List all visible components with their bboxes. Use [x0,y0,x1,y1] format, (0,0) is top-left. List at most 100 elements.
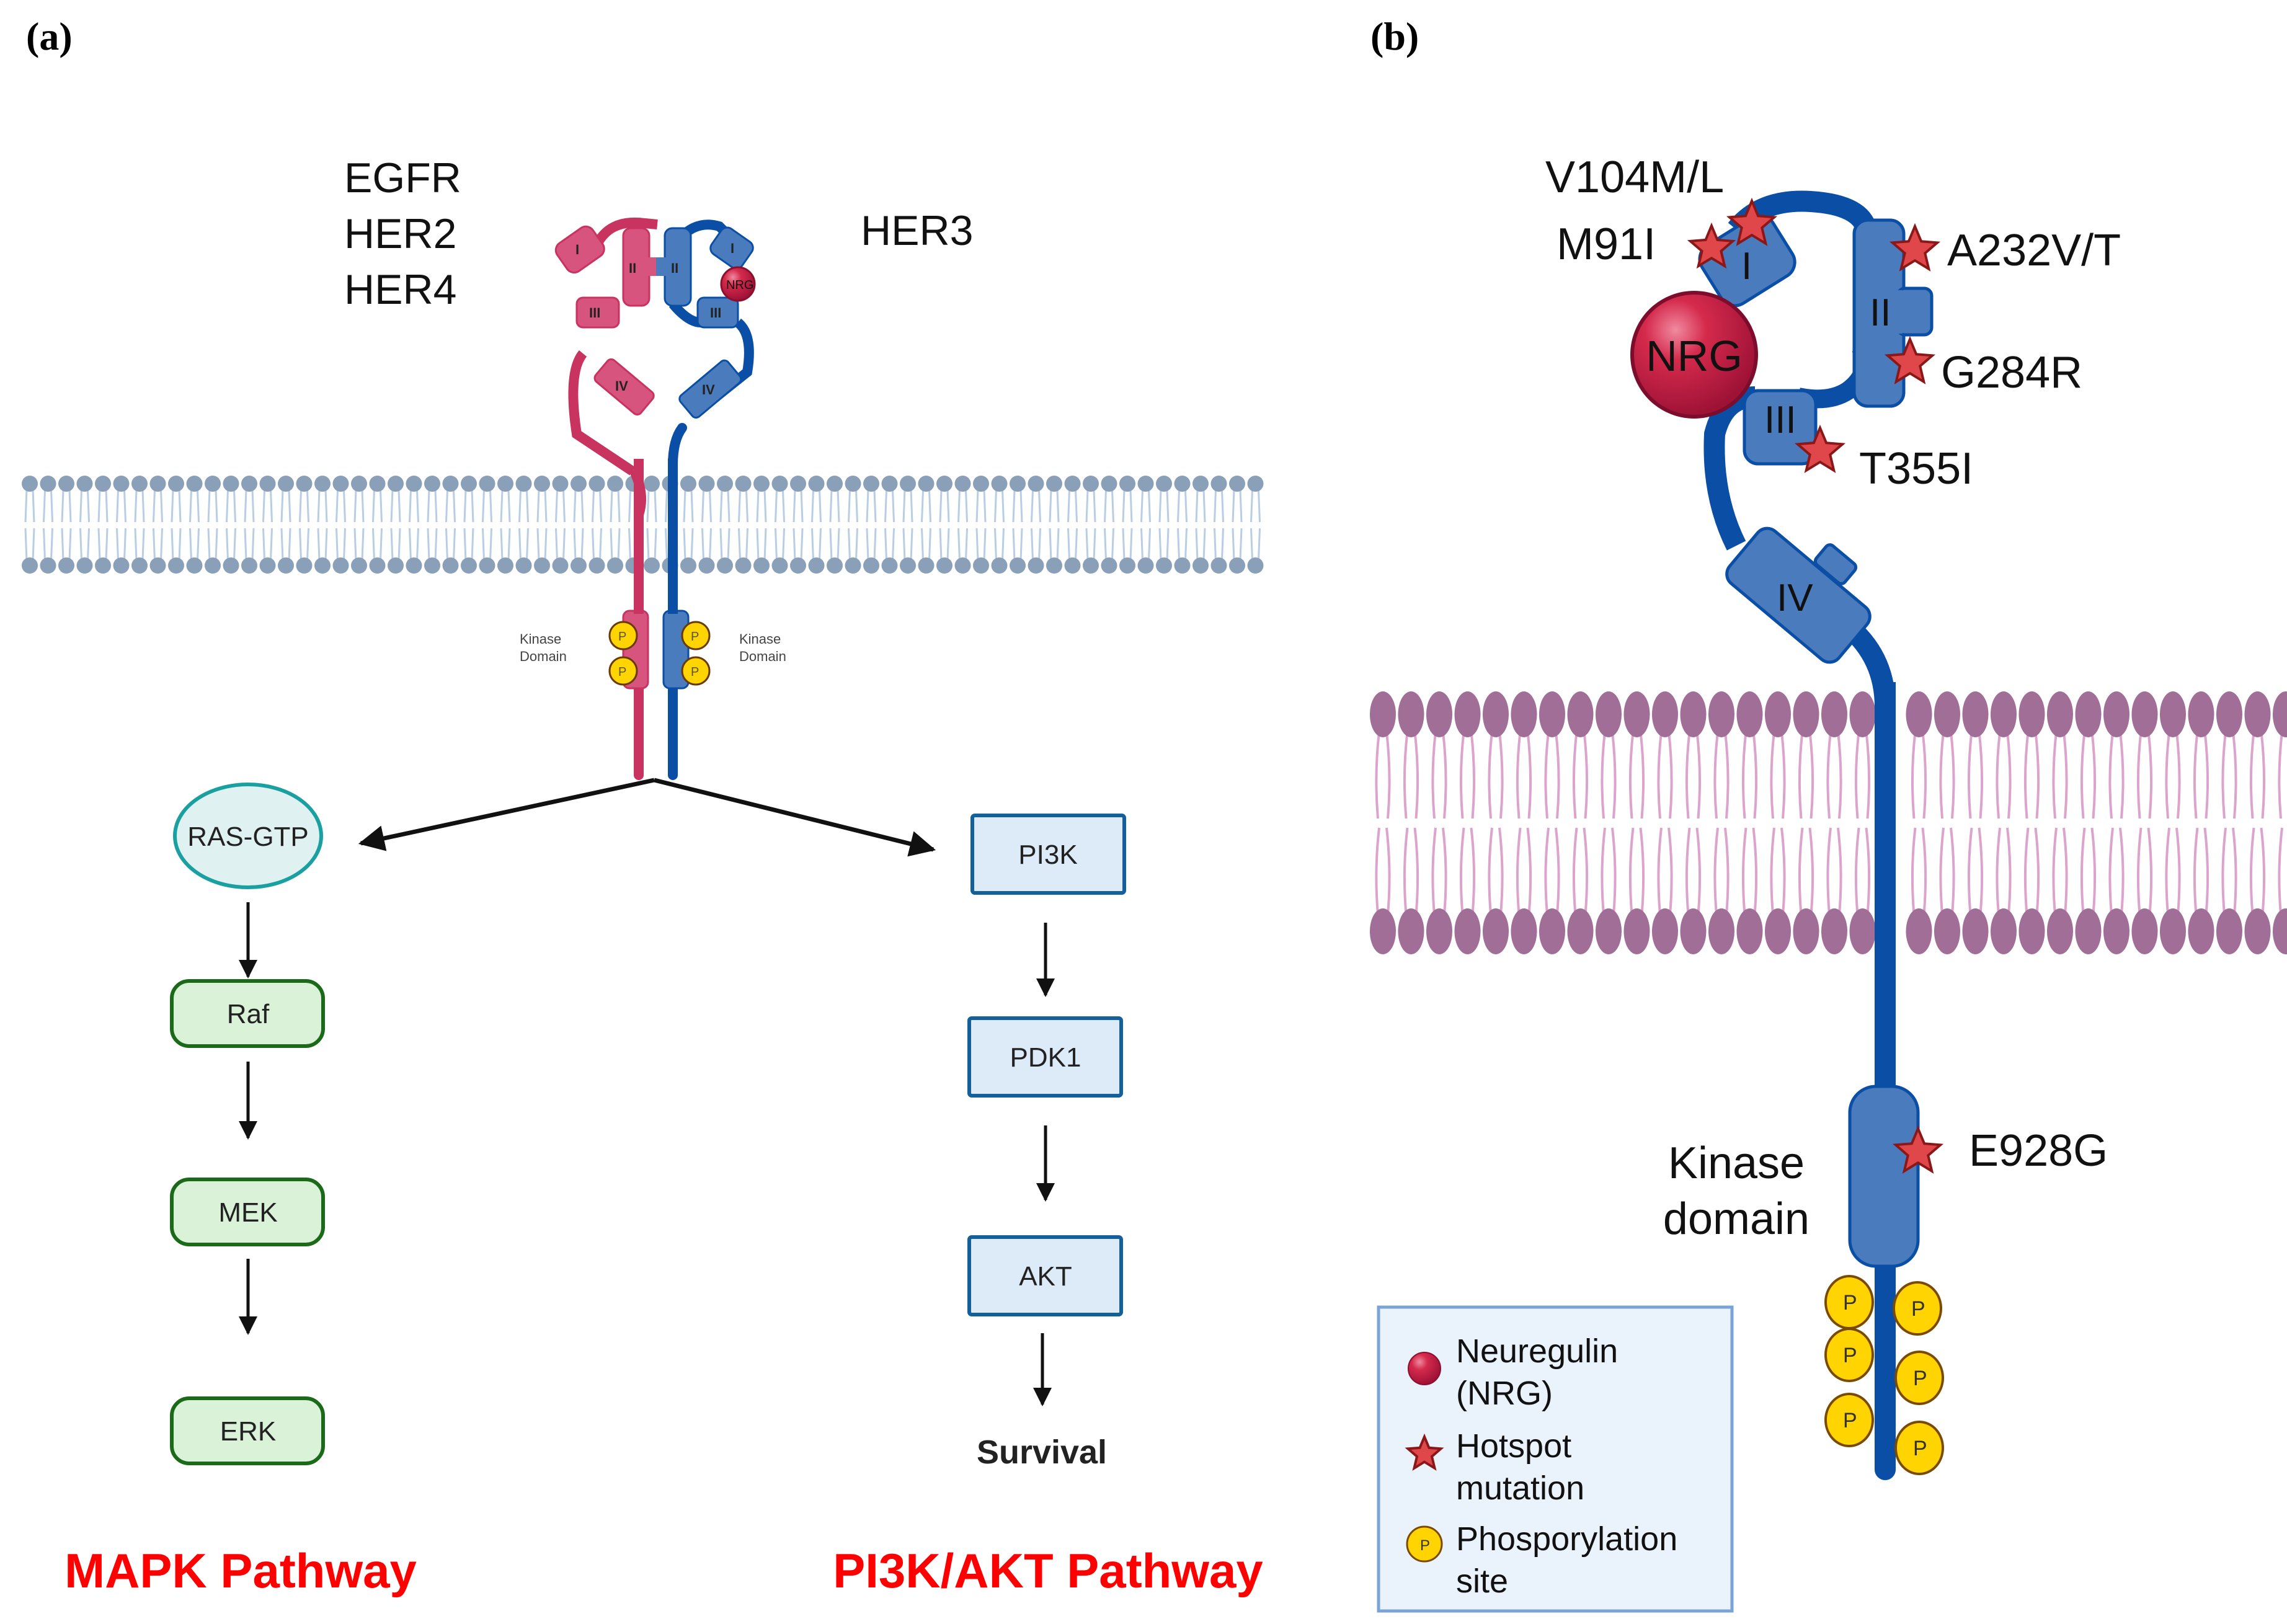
lipid-head [954,476,971,492]
lipid-head [2188,908,2214,954]
lipid-head [808,476,825,492]
lipid-head [241,557,257,574]
lipid-head [351,476,367,492]
svg-text:P: P [1913,1437,1927,1460]
lipid-head [808,557,825,574]
label-her2: HER2 [344,210,456,257]
svg-text:P: P [618,665,626,679]
panel-b: (b) I II III IV NRG V104M/L M91I [1370,14,2287,1613]
lipid-head [1511,908,1537,954]
lipid-head [1064,557,1081,574]
blue-domain-iv [678,359,742,419]
svg-text:P: P [1843,1344,1857,1367]
mutation-v104: V104M/L [1545,153,1724,202]
legend-item-2-line-1: Hotspot [1456,1427,1571,1465]
lipid-head [753,557,770,574]
lipid-head [424,557,440,574]
kinase-label-right-2: Domain [739,649,786,664]
mutation-star-v104 [1726,197,1778,246]
lipid-head [442,476,459,492]
lipid-head [205,476,221,492]
mutation-star-a232 [1889,223,1941,272]
legend-item-1-line-1: Neuregulin [1456,1333,1618,1370]
legend-item-2-line-2: mutation [1456,1470,1584,1507]
lipid-head [790,476,806,492]
kinase-domain-label-1: Kinase [1668,1138,1805,1188]
pi3k-node [970,814,1126,895]
lipid-head [1991,908,2017,954]
lipid-head [2188,691,2214,737]
kinase-label-left-2: Domain [520,649,567,664]
blue-domain-iii-label: III [710,305,721,321]
lipid-head [863,557,879,574]
pink-domain-iv-label: IV [615,378,628,394]
lipid-head [2273,691,2287,737]
lipid-head [1210,557,1227,574]
lipid-head [900,557,916,574]
lipid-head [1511,691,1537,737]
label-egfr: EGFR [344,154,461,202]
lipid-head [1426,908,1452,954]
pi3k-pathway: PI3K PDK1 AKT Survival PI3K/AKT Pathway [833,814,1263,1598]
nrg-ligand [1630,291,1758,419]
lipid-head [973,476,989,492]
lipid-head [1010,557,1026,574]
lipid-head [149,557,166,574]
lipid-head [1174,476,1191,492]
her3-kinase-domain [1848,1085,1920,1268]
lipid-head [2131,908,2158,954]
pink-domain-iii-label: III [589,305,600,321]
lipid-head [1192,476,1209,492]
legend: Neuregulin (NRG) Hotspot mutation P Phos… [1377,1305,1734,1613]
phospho-site-icon [1824,1393,1874,1447]
lipid-head [827,476,843,492]
lipid-head [973,557,989,574]
lipid-head [534,476,550,492]
erk-node [170,1396,325,1465]
ras-gtp-label: RAS-GTP [187,822,309,852]
lipid-head [771,557,788,574]
lipid-head [552,476,569,492]
lipid-head [1046,476,1062,492]
lipid-head [149,476,166,492]
lipid-head [1229,557,1245,574]
lipid-head [1821,691,1847,737]
lipid-head [918,557,935,574]
lipid-head [76,557,93,574]
lipid-head [863,476,879,492]
lipid-head [2216,908,2242,954]
lipid-head [1708,908,1734,954]
lipid-head [131,476,148,492]
lipid-head [644,557,660,574]
lipid-head [771,476,788,492]
lipid-head [1229,476,1245,492]
legend-box [1377,1305,1734,1613]
lipid-head [900,476,916,492]
lipid-head [2244,908,2271,954]
lipid-head [241,476,257,492]
lipid-head [698,557,715,574]
label-her3: HER3 [861,207,973,254]
lipid-head [497,557,513,574]
lipid-head [332,557,349,574]
lipid-head [1793,908,1819,954]
lipid-head [1137,557,1154,574]
erk-label: ERK [220,1416,276,1447]
blue-domain-iv-label: IV [702,382,715,397]
lipid-head [698,476,715,492]
lipid-head [790,557,806,574]
lipid-head [1174,557,1191,574]
hotspot-mutations [1687,197,1941,473]
mutation-star-m91 [1687,222,1736,269]
lipid-head [1028,476,1044,492]
pi3k-pathway-title: PI3K/AKT Pathway [833,1543,1263,1598]
nrg-ligand-small-label: NRG [726,278,753,292]
lipid-head [479,557,495,574]
lipid-head [22,557,38,574]
pink-domain-ii-label: II [629,260,636,276]
lipid-head [1539,908,1565,954]
cell-membrane-a [22,476,1264,574]
her3-domain-iv-label: IV [1777,577,1813,619]
lipid-head [442,557,459,574]
lipid-head [845,476,861,492]
